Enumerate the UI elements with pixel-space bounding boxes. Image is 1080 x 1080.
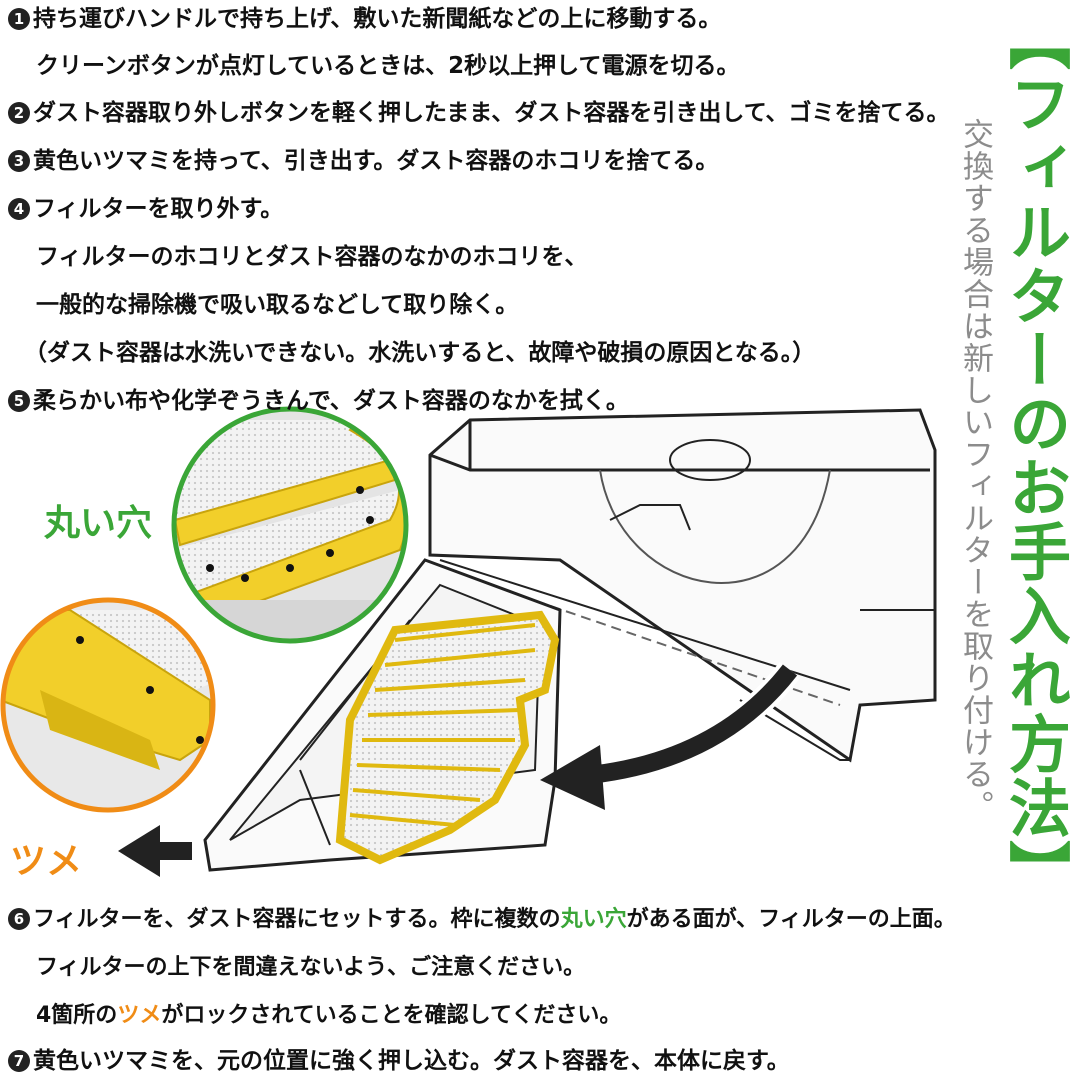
yellow-filter [335,610,560,865]
step-4-line-3: 一般的な掃除機で吸い取るなどして取り除く。 [36,292,519,318]
claw-closeup [0,597,216,813]
step-number-3: 3 [8,150,30,172]
insert-arrow [540,661,801,810]
step-4-line-1: フィルターを取り外す。 [33,196,284,222]
step-6-claw: ツメ [117,1003,162,1028]
round-holes-label: 丸い穴 [44,503,153,544]
page-subtitle: 交換する場合は新しいフィルターを取り付ける。 [957,118,993,822]
step-4-line-2: フィルターのホコリとダスト容器のなかのホコリを、 [36,244,588,270]
round-holes-closeup [171,406,409,644]
step-number-4: 4 [8,198,30,220]
step-7-line-1: 黄色いツマミを、元の位置に強く押し込む。ダスト容器を、本体に戻す。 [33,1048,790,1074]
step-2-line-1: ダスト容器取り外しボタンを軽く押したまま、ダスト容器を引き出して、ゴミを捨てる。 [33,100,950,126]
step-number-2: 2 [8,102,30,124]
step-1-line-1: 持ち運びハンドルで持ち上げ、敷いた新聞紙などの上に移動する。 [33,6,722,32]
page-title: 【フィルターのお手入れ方法】 [998,8,1071,904]
step-number-7: 7 [8,1050,30,1072]
step-6-part-c: がある面が、フィルターの上面。 [626,907,956,932]
step-5-line-1: 柔らかい布や化学ぞうきんで、ダスト容器のなかを拭く。 [33,388,629,414]
step-6-line-2: フィルターの上下を間違えないよう、ご注意ください。 [36,955,586,980]
step-number-5: 5 [8,390,30,412]
step-6-line-3: 4箇所のツメがロックされていることを確認してください。 [36,1005,621,1027]
step-6-round-holes: 丸い穴 [560,907,627,932]
step-6-part-d: 4箇所の [36,1003,118,1028]
claw-label: ツメ [10,841,83,882]
step-4-line-4: （ダスト容器は水洗いできない。水洗いすると、故障や破損の原因となる。） [24,340,816,366]
step-number-1: 1 [8,8,30,30]
dust-container [428,408,937,763]
step-number-6: 6 [8,908,30,930]
step-6-part-a: フィルターを、ダスト容器にセットする。枠に複数の [33,907,561,932]
step-6-part-f: がロックされていることを確認してください。 [161,1003,622,1028]
step-3-line-1: 黄色いツマミを持って、引き出す。ダスト容器のホコリを捨てる。 [33,148,719,174]
pull-arrow [118,825,192,877]
step-1-line-2: クリーンボタンが点灯しているときは、2秒以上押して電源を切る。 [36,53,740,79]
